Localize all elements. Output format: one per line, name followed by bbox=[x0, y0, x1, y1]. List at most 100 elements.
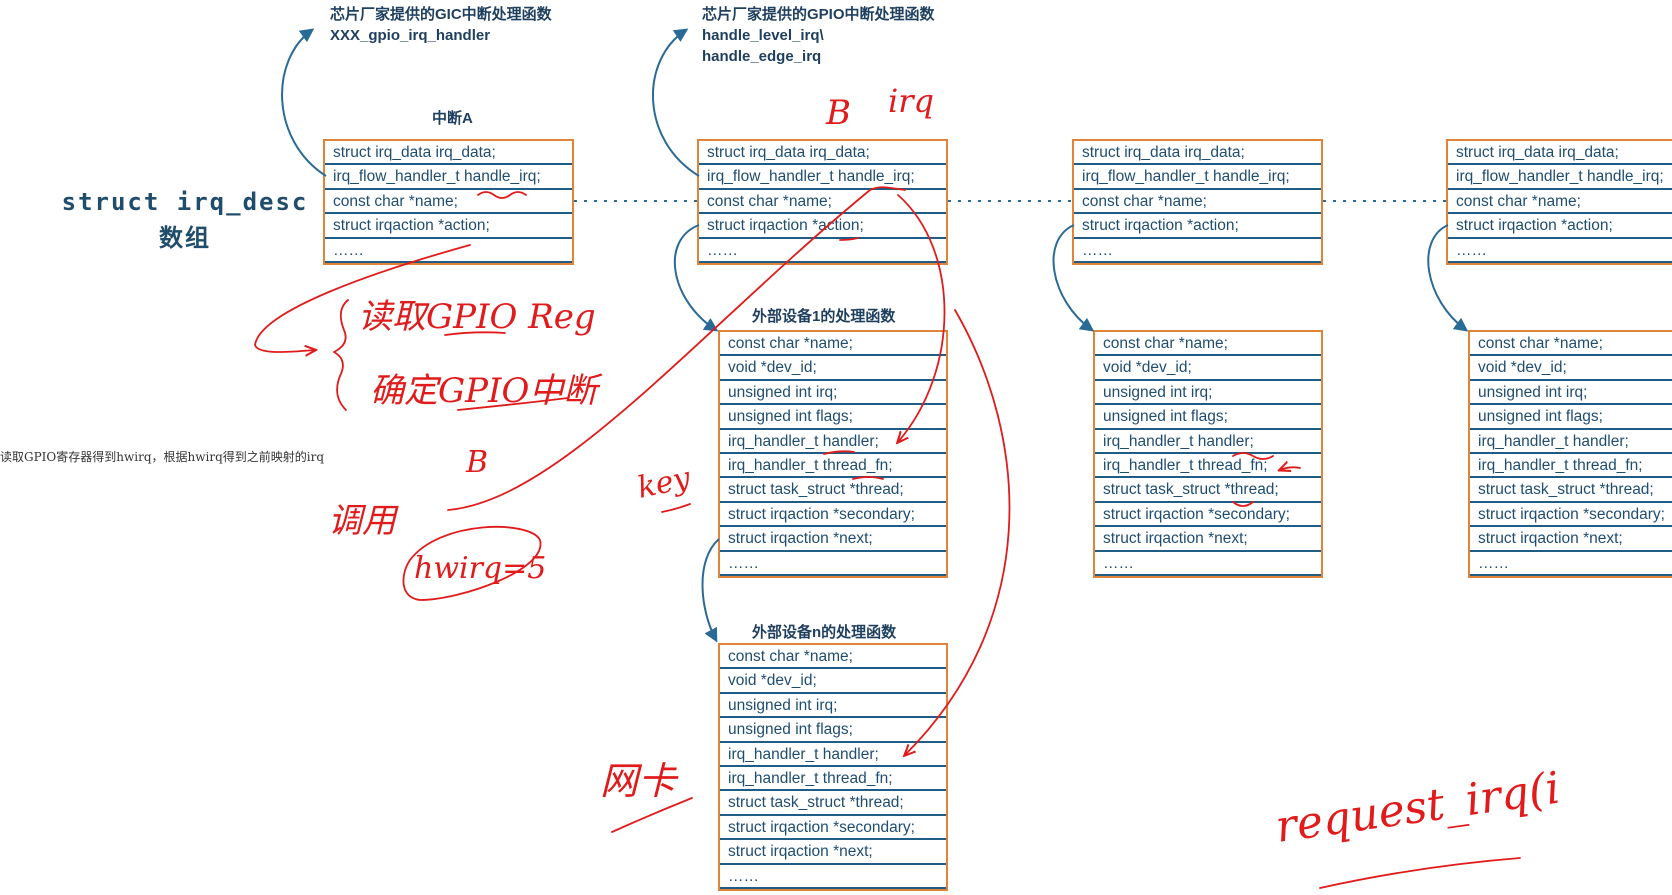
desc-row: struct irqaction *action; bbox=[1074, 214, 1321, 239]
action-row: const char *name; bbox=[720, 332, 946, 357]
handwriting-irq: irq bbox=[888, 82, 934, 120]
thread-underline bbox=[1232, 501, 1254, 507]
desc-row: const char *name; bbox=[1074, 190, 1321, 215]
irq-desc-table-3: struct irq_data irq_data; irq_flow_handl… bbox=[1072, 139, 1323, 265]
action-row: …… bbox=[720, 552, 946, 576]
desc-row: irq_flow_handler_t handle_irq; bbox=[1074, 165, 1321, 190]
action-row: irq_handler_t handler; bbox=[720, 743, 946, 767]
gic-handler-line2: XXX_gpio_irq_handler bbox=[330, 27, 491, 44]
desc-row: …… bbox=[699, 239, 946, 263]
irq-desc-type: struct irq_desc bbox=[61, 188, 309, 216]
brace bbox=[333, 299, 349, 411]
desc-row: struct irqaction *action; bbox=[1448, 214, 1672, 239]
action-row: …… bbox=[720, 865, 946, 889]
action-row: void *dev_id; bbox=[720, 669, 946, 694]
action-row: unsigned int flags; bbox=[720, 405, 946, 430]
call-curve bbox=[447, 186, 906, 511]
action-row: struct irqaction *next; bbox=[1095, 527, 1321, 552]
action-row: unsigned int flags; bbox=[720, 718, 946, 743]
action-row: …… bbox=[1095, 552, 1321, 576]
action-row: struct task_struct *thread; bbox=[720, 791, 946, 816]
action-pointer-arrow-1 bbox=[674, 224, 719, 332]
irq-desc-array-word: 数组 bbox=[159, 224, 211, 252]
action-row: struct irqaction *secondary; bbox=[720, 816, 946, 841]
irq-to-devicen-arrow bbox=[905, 309, 1011, 755]
desc-row: const char *name; bbox=[325, 190, 572, 215]
underline-name bbox=[477, 191, 527, 199]
action-row: irq_handler_t thread_fn; bbox=[1095, 454, 1321, 479]
action-pointer-arrow-3 bbox=[1052, 224, 1095, 332]
handwriting-b-top: B bbox=[825, 93, 851, 133]
action-row: unsigned int flags; bbox=[1095, 405, 1321, 430]
action-row: unsigned int irq; bbox=[720, 381, 946, 406]
desc-row: const char *name; bbox=[699, 190, 946, 215]
handler-underline bbox=[1232, 452, 1274, 460]
irqaction-table-4: const char *name; void *dev_id; unsigned… bbox=[1468, 330, 1672, 578]
handwriting-key: key bbox=[634, 460, 694, 505]
request-irq-underline bbox=[1319, 857, 1521, 889]
desc-row: struct irq_data irq_data; bbox=[325, 141, 572, 166]
gic-handler-line1: 芯片厂家提供的GIC中断处理函数 bbox=[330, 6, 552, 23]
device1-handler-title: 外部设备1的处理函数 bbox=[752, 308, 896, 325]
desc-row: struct irq_data irq_data; bbox=[1074, 141, 1321, 166]
action-row: irq_handler_t thread_fn; bbox=[720, 767, 946, 792]
brace-arrow bbox=[254, 244, 471, 352]
action-row: irq_handler_t handler; bbox=[1470, 430, 1672, 454]
handwriting-b-mid: B bbox=[465, 445, 488, 480]
underline-gpio bbox=[457, 397, 569, 411]
action-row: irq_handler_t handler; bbox=[1095, 430, 1321, 454]
gic-handler-arrow bbox=[281, 28, 327, 177]
action-row: struct task_struct *thread; bbox=[1095, 478, 1321, 503]
action-underline bbox=[839, 237, 859, 241]
action-row: const char *name; bbox=[1095, 332, 1321, 357]
desc-row: …… bbox=[1074, 239, 1321, 263]
handwriting-read-gpio-reg: 读取GPIO Reg bbox=[358, 297, 596, 337]
desc-row: …… bbox=[1448, 239, 1672, 263]
desc-row: irq_flow_handler_t handle_irq; bbox=[1448, 165, 1672, 190]
netcard-underline bbox=[611, 797, 693, 833]
action-row: …… bbox=[1470, 552, 1672, 576]
irq-desc-table-4: struct irq_data irq_data; irq_flow_handl… bbox=[1446, 139, 1672, 265]
action-row: struct task_struct *thread; bbox=[720, 478, 946, 503]
desc-row: irq_flow_handler_t handle_irq; bbox=[325, 165, 572, 190]
desc-row: struct irqaction *action; bbox=[325, 214, 572, 239]
action-row: unsigned int irq; bbox=[720, 694, 946, 719]
action-row: void *dev_id; bbox=[1095, 356, 1321, 381]
irq-a-title: 中断A bbox=[432, 110, 473, 127]
irqaction-table-3: const char *name; void *dev_id; unsigned… bbox=[1093, 330, 1323, 578]
action-row: unsigned int irq; bbox=[1470, 381, 1672, 406]
gic-handler-title: 芯片厂家提供的GIC中断处理函数 XXX_gpio_irq_handler bbox=[330, 4, 552, 46]
handwriting-request-irq: request_irq(i bbox=[1272, 763, 1563, 853]
gpio-handler-arrow bbox=[651, 28, 700, 177]
desc-row: struct irq_data irq_data; bbox=[1448, 141, 1672, 166]
desc-row: irq_flow_handler_t handle_irq; bbox=[699, 165, 946, 190]
irq-desc-array-label: struct irq_desc 数组 bbox=[40, 184, 330, 256]
irq-desc-table-1: struct irq_data irq_data; irq_flow_handl… bbox=[323, 139, 574, 265]
action-row: struct task_struct *thread; bbox=[1470, 478, 1672, 503]
desc-row: struct irq_data irq_data; bbox=[699, 141, 946, 166]
action-row: unsigned int flags; bbox=[1470, 405, 1672, 430]
action-row: struct irqaction *secondary; bbox=[1095, 503, 1321, 528]
thread-fn-underline-dev1 bbox=[852, 476, 884, 480]
action-row: const char *name; bbox=[1470, 332, 1672, 357]
underline-reg bbox=[444, 331, 506, 336]
action-row: struct irqaction *next; bbox=[1470, 527, 1672, 552]
devicen-handler-title: 外部设备n的处理函数 bbox=[752, 624, 897, 641]
thread-fn-arrow bbox=[1280, 467, 1301, 470]
action-row: irq_handler_t thread_fn; bbox=[720, 454, 946, 479]
action-row: struct irqaction *secondary; bbox=[720, 503, 946, 528]
irqaction-table-devicen: const char *name; void *dev_id; unsigned… bbox=[718, 643, 948, 891]
gpio-handler-line2: handle_level_irq\ bbox=[702, 27, 824, 44]
gpio-handler-line3: handle_edge_irq bbox=[702, 48, 822, 65]
action-row: struct irqaction *secondary; bbox=[1470, 503, 1672, 528]
handwriting-call: 调用 bbox=[328, 501, 399, 541]
handler-underline-dev1 bbox=[823, 450, 855, 455]
desc-row: …… bbox=[325, 239, 572, 263]
action-row: void *dev_id; bbox=[720, 356, 946, 381]
action-row: irq_handler_t thread_fn; bbox=[1470, 454, 1672, 479]
gpio-handler-line1: 芯片厂家提供的GPIO中断处理函数 bbox=[702, 6, 935, 23]
handwriting-netcard: 网卡 bbox=[600, 759, 679, 803]
handwriting-hwirq-5: hwirq=5 bbox=[414, 551, 546, 586]
action-row: struct irqaction *next; bbox=[720, 840, 946, 865]
